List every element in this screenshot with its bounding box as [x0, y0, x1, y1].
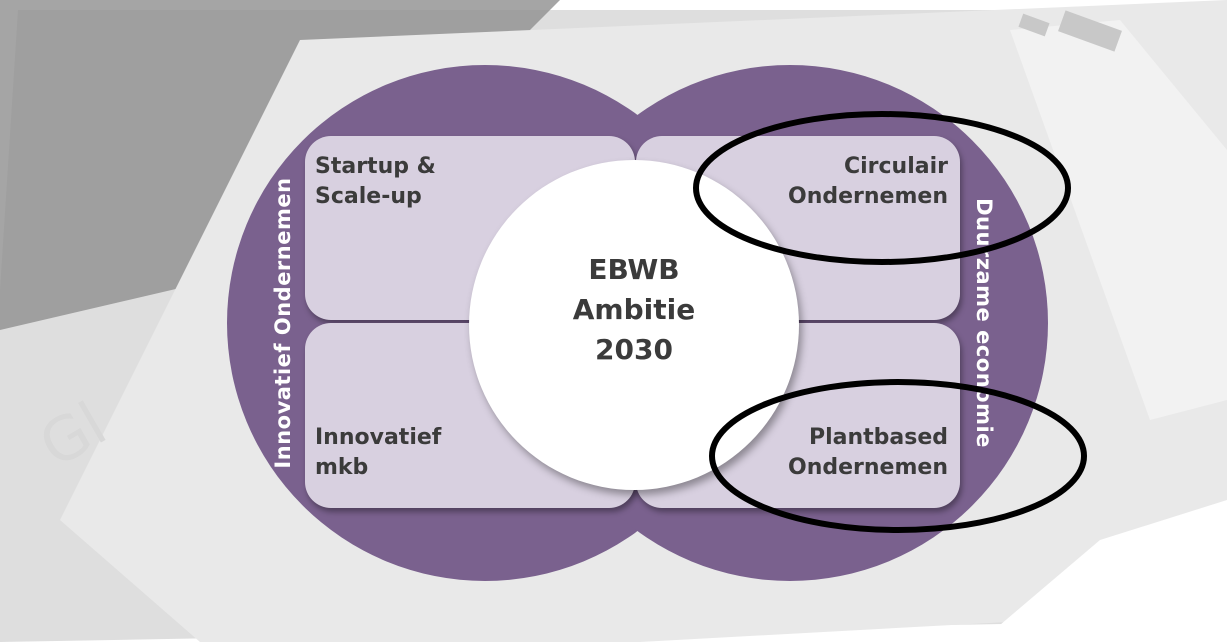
- right-circle-label: Duurzame economie: [972, 198, 996, 448]
- quadrant-top-left-label: Startup & Scale-up: [315, 154, 436, 209]
- center-circle: EBWB Ambitie 2030: [469, 160, 799, 490]
- center-circle-label: EBWB Ambitie 2030: [572, 253, 696, 366]
- quadrant-bottom-right-label: Plantbased Ondernemen: [788, 425, 948, 480]
- quadrant-top-right-label: Circulair Ondernemen: [788, 154, 948, 209]
- quadrant-bottom-left-label: Innovatief mkb: [315, 425, 442, 480]
- left-circle-label: Innovatief Ondernemen: [271, 177, 295, 469]
